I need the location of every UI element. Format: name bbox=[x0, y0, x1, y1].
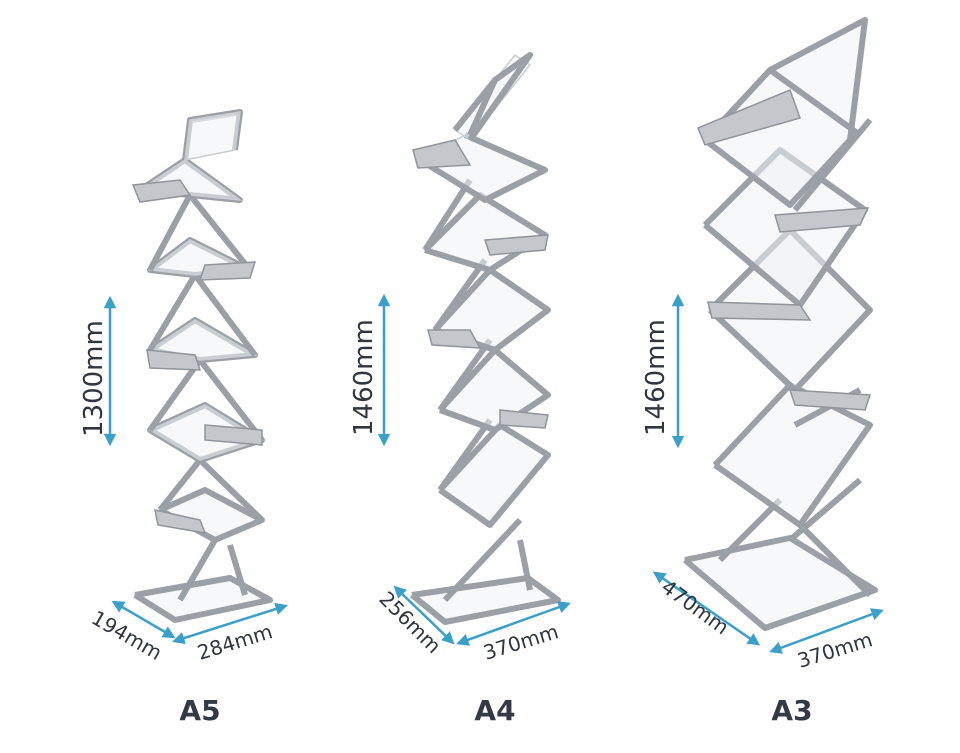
brochure-stand-a3-icon bbox=[683, 17, 878, 631]
width-arrow-a5 bbox=[172, 602, 288, 645]
size-label-a4: A4 bbox=[474, 694, 516, 727]
size-label-a3: A3 bbox=[771, 694, 813, 727]
width-label-a5: 284mm bbox=[194, 619, 275, 665]
depth-arrow-a5 bbox=[111, 600, 176, 639]
width-arrow-a3 bbox=[769, 608, 884, 654]
height-label-a4: 1460mm bbox=[349, 319, 379, 436]
depth-arrow-a4 bbox=[393, 585, 455, 645]
brochure-stand-a5-icon bbox=[131, 109, 273, 623]
depth-arrow-a3 bbox=[652, 571, 761, 646]
width-arrow-a4 bbox=[456, 601, 571, 646]
height-label-a5: 1300mm bbox=[79, 320, 109, 437]
brochure-stand-a4-icon bbox=[410, 52, 561, 625]
width-label-a4: 370mm bbox=[480, 619, 561, 665]
height-label-a3: 1460mm bbox=[641, 319, 671, 436]
depth-label-a5: 194mm bbox=[88, 606, 167, 665]
width-label-a3: 370mm bbox=[794, 627, 875, 673]
size-label-a5: A5 bbox=[179, 694, 221, 727]
